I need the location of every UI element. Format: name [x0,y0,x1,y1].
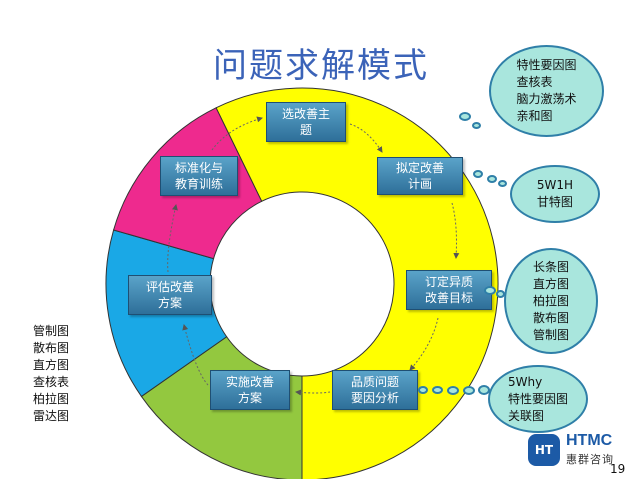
page-title: 问题求解模式 [213,46,429,86]
flow-arrow [451,202,460,259]
thought-bubble [472,122,481,129]
thought-bubble [478,385,490,395]
logo-subtitle: 惠群咨询 [566,453,614,466]
thought-bubble [473,170,483,178]
tool-cloud-1: 特性要因图查核表 脑力激荡术亲和图 [489,45,604,137]
thought-bubble [496,290,505,298]
tool-cloud-3: 长条图直方图 柏拉图散布图 管制图 [504,248,598,354]
page-number: 19 [610,462,626,476]
flow-arrow [409,317,439,371]
step-box-2: 拟定改善计画 [377,157,463,195]
step-box-1: 选改善主题 [266,102,346,142]
thought-bubble [418,386,428,394]
thought-bubble [459,112,471,121]
flow-arrow [167,204,178,273]
thought-bubble [432,386,443,394]
thought-bubble [498,180,507,187]
step-box-7: 标准化与教育训练 [160,156,238,196]
thought-bubble [463,386,475,395]
thought-bubble [447,386,459,395]
thought-bubble [484,286,496,295]
flow-arrow [182,324,209,386]
thought-bubble [487,175,497,183]
step-box-5: 实施改善方案 [210,370,290,410]
flow-arrow [211,116,263,151]
logo-mark-icon: HT [528,434,560,466]
company-logo: HT HTMC 惠群咨询 [528,432,628,468]
step-box-3: 订定异质改善目标 [406,270,492,310]
logo-name: HTMC [566,432,613,449]
step-box-4: 品质问题要因分析 [332,370,418,410]
step-box-6: 评估改善方案 [128,275,212,315]
left-tool-list: 管制图散布图 直方图查核表 柏拉图雷达图 [33,324,70,423]
